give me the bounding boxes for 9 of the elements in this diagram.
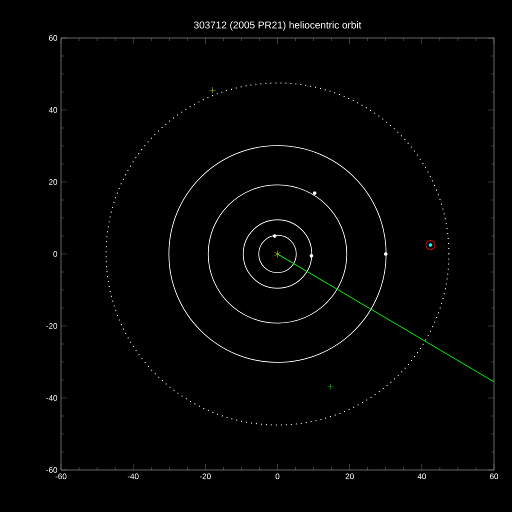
point — [310, 254, 314, 258]
point — [327, 384, 334, 390]
point — [426, 240, 436, 250]
chart-title: 303712 (2005 PR21) heliocentric orbit — [194, 21, 362, 30]
point — [312, 191, 316, 195]
point — [384, 252, 388, 256]
point — [272, 234, 276, 238]
point — [274, 250, 281, 258]
point — [209, 86, 216, 94]
